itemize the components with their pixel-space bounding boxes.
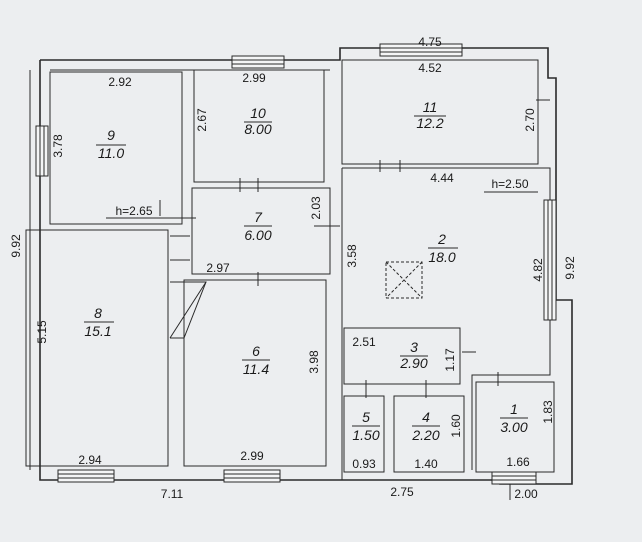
door-marks <box>159 99 550 500</box>
room-walls <box>25 59 555 480</box>
dim-bottom-outer-mid: 2.75 <box>390 485 414 499</box>
dim-r5-bottom: 0.93 <box>352 457 376 471</box>
dim-r2-top: 4.44 <box>430 171 454 185</box>
dim-r4-right: 1.60 <box>449 414 463 438</box>
room-3-number: 3 <box>410 339 418 355</box>
dim-right-outer: 9.92 <box>563 256 577 280</box>
dim-r9-left: 3.78 <box>51 134 65 158</box>
dim-r11-right: 2.70 <box>523 108 537 132</box>
dimension-labels: 4.75 4.52 2.70 2.99 2.67 2.92 3.78 h=2.6… <box>9 35 577 501</box>
room-2-number: 2 <box>437 231 446 247</box>
room-5-area: 1.50 <box>352 427 379 443</box>
room-5-number: 5 <box>362 409 370 425</box>
dim-r8-left: 5.15 <box>35 320 49 344</box>
room-4-area: 2.20 <box>411 427 439 443</box>
dim-r2-height-mark: h=2.50 <box>491 177 528 191</box>
room-8-area: 15.1 <box>84 323 111 339</box>
room-2-area: 18.0 <box>428 249 455 265</box>
room-11-number: 11 <box>423 99 438 115</box>
dim-r8-bottom: 2.94 <box>78 453 102 467</box>
dim-r10-top: 2.99 <box>242 71 266 85</box>
room-6-number: 6 <box>252 343 260 359</box>
room-6-area: 11.4 <box>243 361 269 377</box>
dim-r1-bottom: 1.66 <box>506 455 530 469</box>
windows <box>35 43 557 485</box>
room-10-area: 8.00 <box>244 121 271 137</box>
dim-r9-top: 2.92 <box>108 75 132 89</box>
dim-r11-top: 4.52 <box>418 61 442 75</box>
dim-r7-bottom: 2.97 <box>206 261 230 275</box>
room-10-number: 10 <box>250 105 266 121</box>
dim-r3-left: 2.51 <box>352 335 376 349</box>
room-7-area: 6.00 <box>244 227 271 243</box>
room-3-area: 2.90 <box>399 355 427 371</box>
dim-r4-bottom: 1.40 <box>414 457 438 471</box>
room-7-number: 7 <box>254 209 263 225</box>
dim-r7-right: 2.03 <box>309 196 323 220</box>
dim-bottom-outer-right: 2.00 <box>514 487 538 501</box>
dim-bottom-outer-left: 7.11 <box>161 487 184 501</box>
dim-top-outer: 4.75 <box>418 35 442 49</box>
room-1-number: 1 <box>510 401 518 417</box>
dim-r6-right: 3.98 <box>307 350 321 374</box>
dim-r6-bottom: 2.99 <box>240 449 264 463</box>
dim-r2-left: 3.58 <box>345 244 359 268</box>
room-9-number: 9 <box>107 127 115 143</box>
room-11-area: 12.2 <box>416 115 443 131</box>
room-1-area: 3.00 <box>500 419 527 435</box>
dim-r9-height-mark: h=2.65 <box>115 204 152 218</box>
room-9-area: 11.0 <box>98 145 124 161</box>
dim-r1-right: 1.83 <box>541 400 555 424</box>
room-8-number: 8 <box>94 305 102 321</box>
dim-r3-right: 1.17 <box>443 348 457 372</box>
skylight-symbol <box>385 261 423 299</box>
dim-left-outer: 9.92 <box>9 234 23 258</box>
room-4-number: 4 <box>422 409 430 425</box>
dim-r10-left: 2.67 <box>195 108 209 132</box>
dim-r2-right: 4.82 <box>531 258 545 282</box>
room-labels: 9 11.0 10 8.00 11 12.2 7 6.00 2 18.0 8 1… <box>84 99 528 443</box>
